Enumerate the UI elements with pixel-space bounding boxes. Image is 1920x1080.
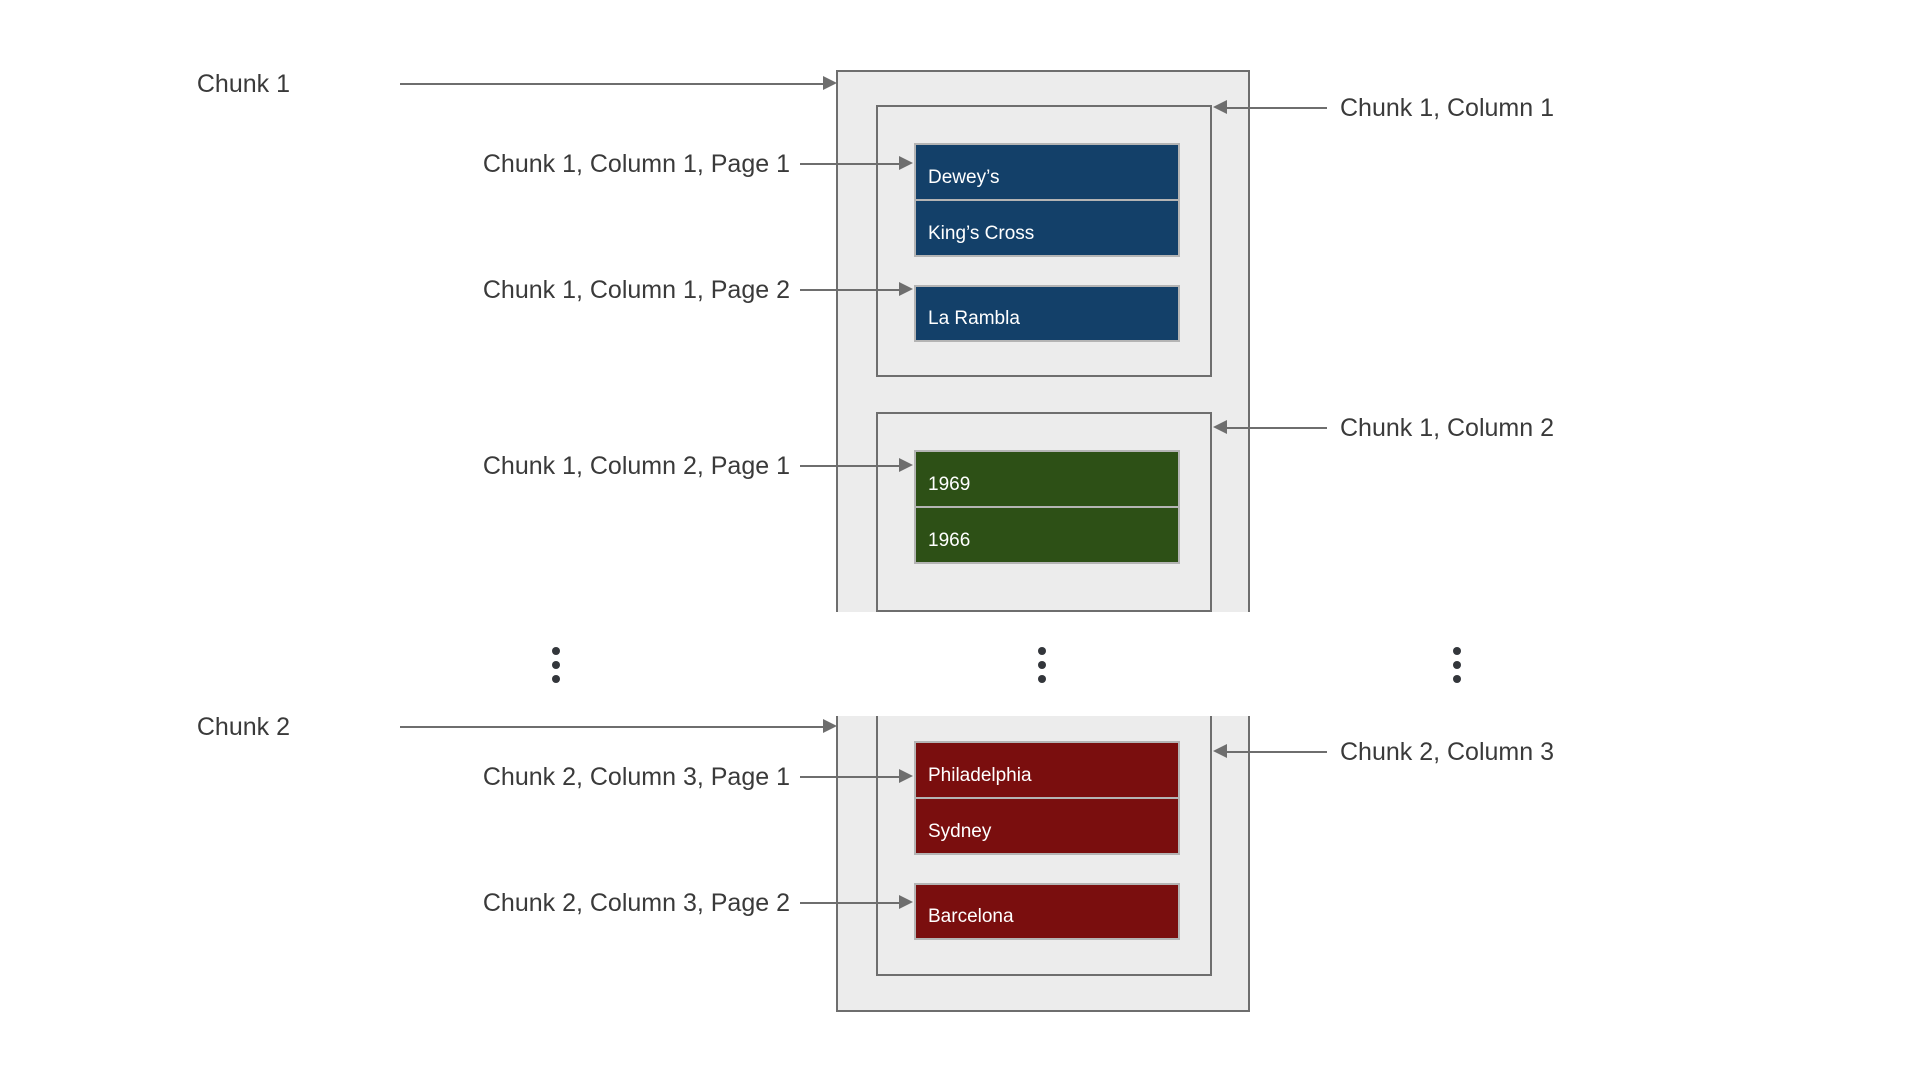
continuation-dots-left-icon [551, 647, 561, 683]
chunk-2-column-3-page-2-box[interactable]: Barcelona [914, 883, 1180, 940]
chunk-1-column-1-page-2-connector-line [800, 289, 902, 291]
chunk-1-column-1-connector-line [1227, 107, 1327, 109]
chunk-2-column-3-page-2-connector-line [800, 902, 902, 904]
page-cell: King’s Cross [928, 223, 1035, 244]
chunk-1-connector-line [400, 83, 825, 85]
chunk-1-column-1-page-1-box[interactable]: Dewey’s King’s Cross [914, 143, 1180, 257]
chunk-1-label: Chunk 1 [196, 70, 290, 98]
chunk-1-column-2-page-1-arrow-icon [899, 458, 913, 472]
chunk-2-column-3-connector-line [1227, 751, 1327, 753]
page-cell: Dewey’s [916, 145, 1178, 201]
chunk-2-column-3-page-1-connector-line [800, 776, 902, 778]
page-cell: Sydney [928, 821, 992, 842]
chunk-2-group: Philadelphia Sydney Barcelona [0, 716, 1920, 1056]
chunk-2-column-3-page-1-arrow-icon [899, 769, 913, 783]
chunk-1-column-2-page-1-connector-line [800, 465, 902, 467]
chunk-1-column-1-page-1-arrow-icon [899, 156, 913, 170]
chunk-1-column-2-label: Chunk 1, Column 2 [1340, 414, 1555, 442]
chunk-2-column-3-page-1-box[interactable]: Philadelphia Sydney [914, 741, 1180, 855]
chunk-1-column-1-page-2-label: Chunk 1, Column 1, Page 2 [482, 276, 790, 304]
chunk-2-column-3-page-2-arrow-icon [899, 895, 913, 909]
chunk-2-column-3-arrow-icon [1213, 744, 1227, 758]
chunk-1-column-1-label: Chunk 1, Column 1 [1340, 94, 1555, 122]
page-cell: Barcelona [928, 906, 1014, 927]
page-cell: 1969 [916, 452, 1178, 508]
chunk-1-column-1-page-1-connector-line [800, 163, 902, 165]
page-cell: 1966 [928, 530, 971, 551]
chunk-2-connector-line [400, 726, 825, 728]
chunk-2-column-3-label: Chunk 2, Column 3 [1340, 738, 1555, 766]
continuation-dots-right-icon [1452, 647, 1462, 683]
chunk-1-column-2-page-1-label: Chunk 1, Column 2, Page 1 [482, 452, 790, 480]
chunk-2-column-3-page-1-label: Chunk 2, Column 3, Page 1 [482, 763, 790, 791]
chunk-1-column-2-arrow-icon [1213, 420, 1227, 434]
chunk-2-column-3-page-2-label: Chunk 2, Column 3, Page 2 [482, 889, 790, 917]
page-cell: La Rambla [928, 308, 1020, 329]
continuation-dots-center-icon [1037, 647, 1047, 683]
chunk-2-label: Chunk 2 [196, 713, 290, 741]
page-cell: Philadelphia [916, 743, 1178, 799]
chunk-1-column-1-page-2-arrow-icon [899, 282, 913, 296]
chunk-1-column-1-arrow-icon [1213, 100, 1227, 114]
chunk-2-arrow-icon [823, 719, 837, 733]
chunk-1-column-2-page-1-box[interactable]: 1969 1966 [914, 450, 1180, 564]
chunk-1-column-1-page-2-box[interactable]: La Rambla [914, 285, 1180, 342]
chunk-1-group: Dewey’s King’s Cross La Rambla 1969 1966 [836, 70, 1250, 612]
chunk-1-column-2-connector-line [1227, 427, 1327, 429]
chunk-1-column-1-page-1-label: Chunk 1, Column 1, Page 1 [482, 150, 790, 178]
chunk-1-arrow-icon [823, 76, 837, 90]
